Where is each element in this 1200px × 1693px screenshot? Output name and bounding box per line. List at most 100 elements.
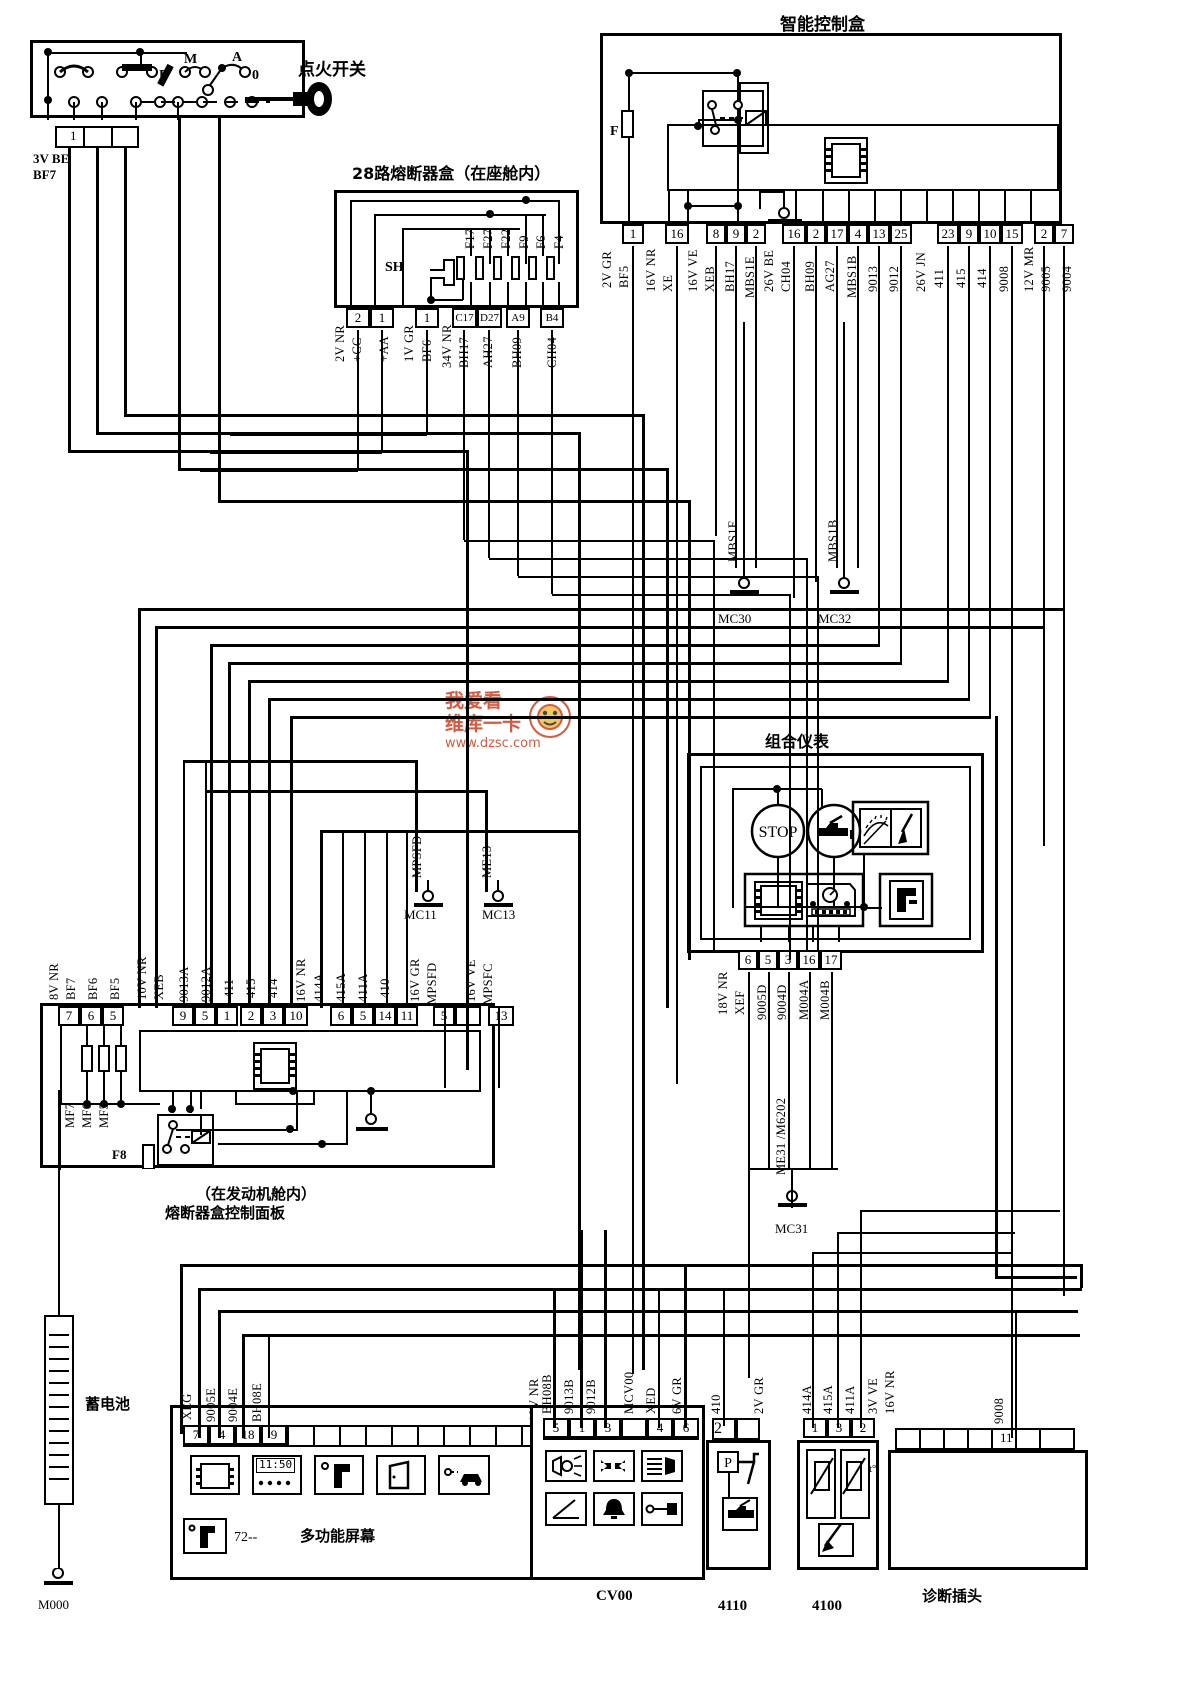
- efp-fuse-MF5: MF5: [97, 1102, 111, 1128]
- efp-pin-5c: 5: [352, 1006, 374, 1026]
- diag-pin-11: 11: [1000, 1430, 1013, 1445]
- efp-fuse-F8: F8: [112, 1147, 127, 1162]
- diag-pins-dividers: [919, 1428, 1041, 1450]
- ground-mc32-code: MBS1B: [826, 519, 840, 563]
- sb-pin-16b: 16: [782, 224, 806, 244]
- efp-wire-16VNR: 16V NR: [294, 958, 308, 1002]
- engine-fusepanel-internal: [60, 1013, 481, 1169]
- cluster-pin-17: 17: [820, 950, 842, 970]
- battery-label: 蓄电池: [85, 1395, 131, 1413]
- mfd-icon-clock-box: [252, 1455, 302, 1495]
- s4100-pin-3: 3: [827, 1418, 851, 1438]
- temperature-icon-small: [188, 1524, 215, 1548]
- battery-cells-icon: [49, 1334, 69, 1480]
- sb-code-CH04: CH04: [779, 260, 793, 292]
- sb-pin-15: 15: [1001, 224, 1023, 244]
- ground-mc31-icon: [778, 1178, 807, 1207]
- mfd-code-9005E: 9005E: [204, 1387, 218, 1422]
- sb-wire-16VVE: 16V VE: [686, 249, 700, 292]
- efp-code-BF5: BF5: [108, 977, 122, 1000]
- ground-mc13-name: MC13: [482, 907, 516, 922]
- sb-pin-17: 17: [826, 224, 848, 244]
- cv00-pin-5: 5: [543, 1418, 569, 1438]
- fuse-label-F4: F4: [552, 235, 566, 249]
- efp-wire-8VNR: 8V NR: [47, 962, 61, 1000]
- sb-code-XE: XE: [661, 274, 675, 292]
- efp-pin-6: 6: [80, 1006, 102, 1026]
- s4110-pin-blank: [736, 1418, 760, 1440]
- s4100-wire-3VVE: 3V VE: [866, 1377, 880, 1414]
- ignition-wire-code-2: BF7: [33, 167, 57, 182]
- diag-label: 诊断插头: [922, 1587, 983, 1605]
- fuse-F17: [456, 256, 465, 280]
- fb28-pin-1a: 1: [370, 308, 394, 328]
- fuse-F9: [511, 256, 520, 280]
- fuse-label-F22: F22: [499, 228, 513, 249]
- cv00-code-9012B: 9012B: [584, 1379, 598, 1414]
- sb-pin-2b: 2: [806, 224, 826, 244]
- s4110-label: 4110: [718, 1598, 748, 1614]
- svg-text:www.dzsc.com: www.dzsc.com: [445, 736, 541, 747]
- cv00-label: CV00: [596, 1588, 633, 1604]
- ground-mc30-name: MC30: [718, 611, 752, 626]
- s4110-code-410: 410: [709, 1394, 723, 1414]
- mfd-pin-18: 18: [235, 1425, 261, 1445]
- cluster-wire-18VNR: 18V NR: [716, 971, 730, 1015]
- headlight-icon: [552, 1455, 582, 1477]
- mfd-empty-pins: [287, 1425, 523, 1447]
- fuse-label-F6: F6: [534, 235, 548, 249]
- diag-body: [888, 1450, 1088, 1570]
- mfd-clock-value: 11:50: [256, 1458, 296, 1473]
- bell-icon: [603, 1499, 625, 1519]
- switch-icon: [645, 1503, 677, 1515]
- sb-wire-26VBE: 26V BE: [762, 249, 776, 292]
- fb28-pin-1b: 1: [415, 308, 439, 328]
- door-open-icon: [388, 1460, 410, 1490]
- sb-wire-16VNR: 16V NR: [644, 248, 658, 292]
- s4100-internal: t°: [806, 1449, 876, 1557]
- mfd-code-9004E: 9004E: [226, 1387, 240, 1422]
- sb-wire-26VJN: 26V JN: [914, 251, 928, 292]
- ign-pos-D: D: [159, 68, 170, 83]
- cv00-code-9013B: 9013B: [562, 1379, 576, 1414]
- battery-ground-icon: [44, 1568, 73, 1585]
- sb-code-411: 411: [932, 268, 946, 288]
- sb-code-415: 415: [954, 268, 968, 288]
- fusebox28-internal: [350, 196, 560, 308]
- s4100-code-415A: 415A: [821, 1385, 835, 1414]
- sb-pin-25: 25: [890, 224, 912, 244]
- efp-pin-13: 13: [488, 1006, 514, 1026]
- cv00-icon-horn-box: [593, 1492, 635, 1526]
- s4100-pin-1: 1: [803, 1418, 827, 1438]
- ignition-pin-1: 1: [70, 128, 77, 143]
- mfd-pin-4: 4: [209, 1425, 235, 1445]
- svg-text:t°: t°: [869, 1463, 876, 1475]
- mfd-clock-dots-icon: [258, 1480, 291, 1486]
- fuse-F27: [475, 256, 484, 280]
- ground-mc13-icon: [484, 880, 513, 907]
- cv00-pin-4: 4: [647, 1418, 673, 1438]
- sb-pin-1: 1: [622, 224, 644, 244]
- sb-code-BF5: BF5: [617, 265, 631, 288]
- fuse-label-F27: F27: [481, 228, 495, 249]
- cv00-wire-6VGR: 6V GR: [670, 1376, 684, 1414]
- sb-code-9008: 9008: [997, 265, 1011, 292]
- s4100-pin-2: 2: [851, 1418, 875, 1438]
- cluster-pin-6: 6: [738, 950, 758, 970]
- ign-pos-M: M: [184, 52, 198, 67]
- sb-pin-16a: 16: [665, 224, 689, 244]
- efp-pin-10: 10: [284, 1006, 308, 1026]
- temperature-icon: [321, 1462, 350, 1488]
- sb-pin-2a: 2: [746, 224, 766, 244]
- efp-code-415: 415: [244, 978, 258, 998]
- efp-pin-5: 5: [102, 1006, 124, 1026]
- s4100-label: 4100: [812, 1598, 842, 1614]
- ground-mc11-name: MC11: [404, 907, 437, 922]
- efp-pin-6b: 6: [330, 1006, 352, 1026]
- s4110-wire-2VGR: 2V GR: [752, 1376, 766, 1414]
- efp-title-line2: 熔断器盒控制面板: [165, 1204, 286, 1222]
- fb28-wire-1VGR: 1V GR: [402, 324, 416, 362]
- efp-wire-16VGR: 16V GR: [408, 958, 422, 1002]
- diag-connector-row: [895, 1428, 1075, 1450]
